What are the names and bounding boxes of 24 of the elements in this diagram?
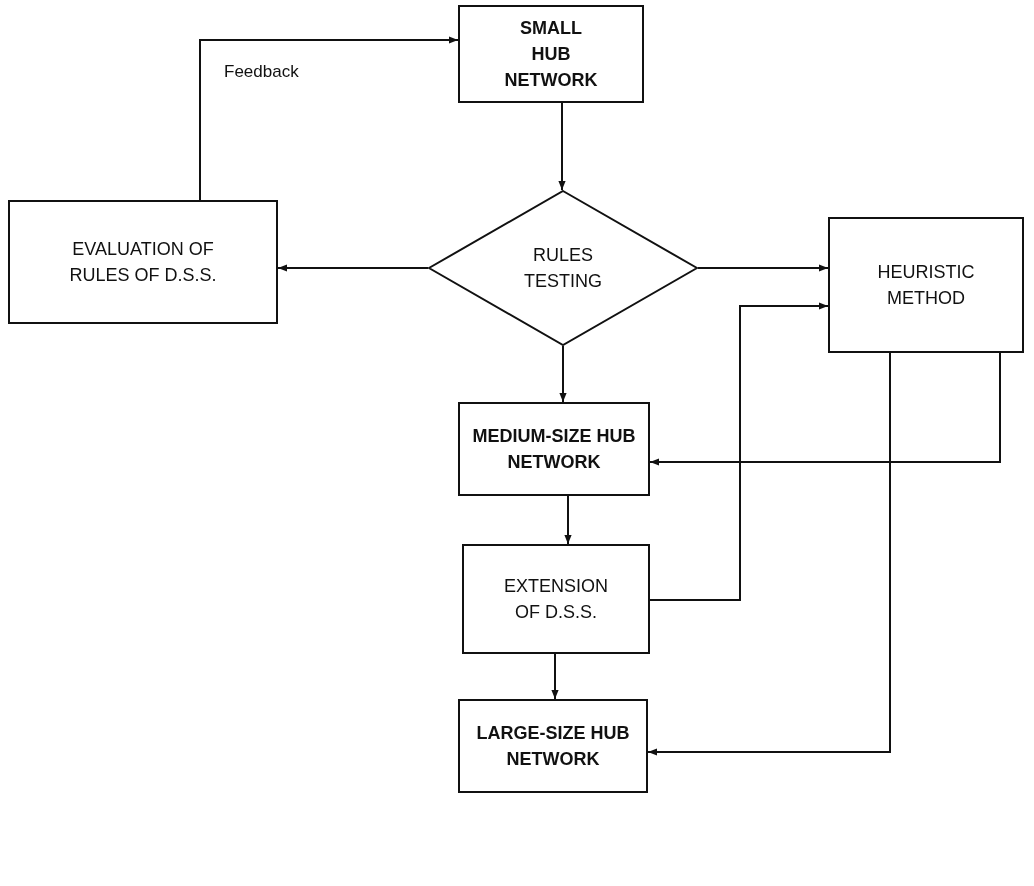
- process-box: [458, 5, 644, 103]
- arrow: [647, 352, 891, 756]
- decision-diamond: [428, 190, 698, 346]
- process-box: [8, 200, 278, 324]
- process-box: [462, 544, 650, 654]
- arrow: [649, 302, 829, 601]
- arrow: [551, 653, 559, 700]
- node-text: HEURISTIC METHOD: [877, 260, 975, 310]
- node-text: MEDIUM-SIZE HUB NETWORK: [471, 424, 637, 474]
- arrow: [649, 352, 1001, 466]
- node-text: LARGE-SIZE HUB NETWORK: [475, 721, 631, 771]
- node-text: SMALL HUB NETWORK: [503, 16, 599, 93]
- process-box: [458, 402, 650, 496]
- arrow: [564, 495, 572, 545]
- arrow: [277, 264, 429, 272]
- process-box: [458, 699, 648, 793]
- arrow: [558, 102, 566, 191]
- arrow: [697, 264, 829, 272]
- node-text: RULES TESTING: [523, 243, 603, 293]
- arrow: [559, 345, 567, 403]
- arrow: [199, 36, 459, 201]
- node-text: EVALUATION OF RULES OF D.S.S.: [68, 237, 218, 287]
- node-text: EXTENSION OF D.S.S.: [503, 574, 609, 624]
- process-box: [828, 217, 1024, 353]
